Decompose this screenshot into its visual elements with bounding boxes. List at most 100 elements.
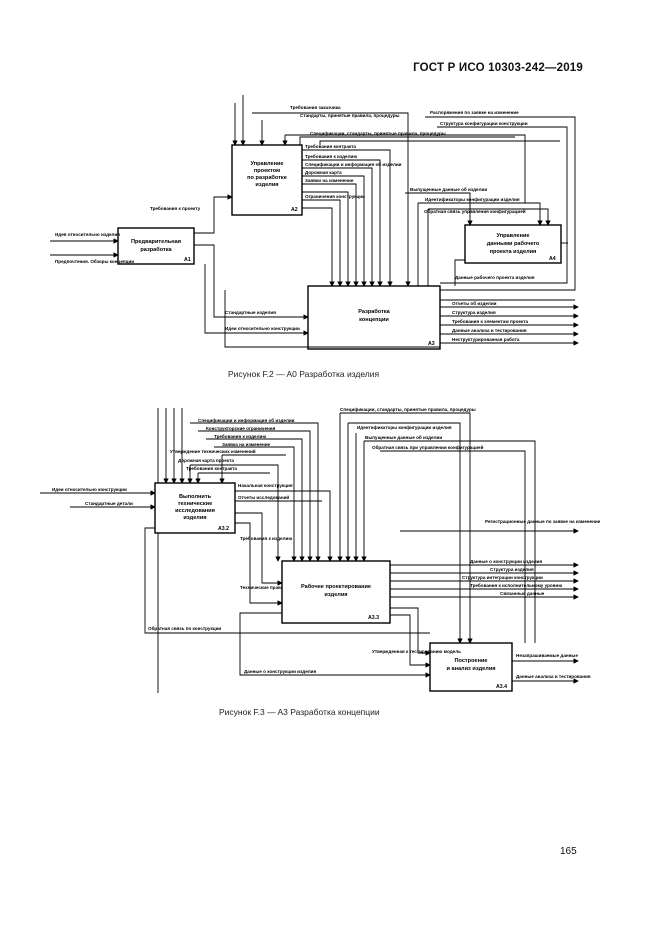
f2-control-arrows — [232, 95, 576, 291]
figure-f3-diagram: Спецификации и информация об изделии Кон… — [40, 406, 601, 693]
f2-label-config-structure: Структура конфигурации конструкции — [440, 120, 528, 126]
f3-label-config-ids: Идентификаторы конфигурации изделия — [357, 424, 452, 430]
a2-line1: Управление — [250, 161, 283, 167]
a3-line2: концепции — [359, 317, 389, 323]
f2-label-customer-req: Требования заказчика — [290, 104, 341, 110]
f3-b3-outputs — [512, 658, 579, 684]
box-a2[interactable]: Управление проектом по разработке издели… — [231, 144, 303, 216]
f3-control-arrows — [157, 408, 536, 693]
f2-label-change-orders: Распоряжения по заявке на изменение — [430, 110, 519, 115]
figure-f3-caption: Рисунок F.3 — A3 Разработка концепции — [219, 707, 380, 717]
f2-label-change-requests: Заявки на изменение — [305, 178, 354, 183]
f2-out-reports: Отчеты об изделии — [452, 300, 497, 306]
a2-id: A2 — [291, 207, 298, 213]
f2-label-design-constraints: Ограничения конструкции — [305, 194, 365, 199]
f2-label-standards: Стандарты, принятые правила, процедуры — [300, 113, 400, 118]
a1-line1: Предварительная — [131, 239, 181, 245]
a4-line3: проекта изделия — [490, 249, 537, 255]
f2-out-structure: Структура изделия — [452, 310, 496, 315]
f3-label-config-feedback: Обратная связь при управлении конфигурац… — [372, 444, 484, 450]
f2-label-standard-parts: Стандартные изделия — [225, 310, 276, 315]
f2-label-config-feedback: Обратная связь управления конфигурацией — [424, 208, 526, 214]
f3-b1-connectors — [40, 490, 431, 678]
f3-label-approval: Утверждение технических изменений — [170, 448, 256, 454]
f3-out-structure: Структура изделия — [490, 567, 534, 572]
b2-line1: Рабочее проектирование — [301, 583, 371, 590]
box-a3[interactable]: Разработка концепции A3 — [307, 285, 441, 350]
f3-out-exec-req: Требования к исполнительному уровню — [470, 582, 562, 588]
box-a3-3[interactable]: Рабочее проектирование изделия A3.3 — [281, 560, 391, 624]
f3-label-tech-rules: Технические правила — [240, 585, 290, 590]
f2-out-element-req: Требования к элементам проекта — [452, 318, 528, 324]
f3-out-design-data: Данные о конструкции изделия — [470, 559, 543, 564]
a4-id: A4 — [549, 256, 556, 262]
page-number: 165 — [560, 846, 577, 857]
f3-b2-outputs — [390, 528, 579, 668]
f3-label-req-product: Требования к изделию — [240, 535, 292, 541]
b1-id: A3.2 — [218, 526, 229, 532]
box-a4[interactable]: Управление данными рабочего проекта изде… — [464, 224, 562, 264]
a3-line1: Разработка — [358, 308, 390, 315]
f2-label-design-ideas: Идеи относительно конструкции — [225, 326, 300, 331]
a3-id: A3 — [428, 341, 435, 347]
f2-label-product-idea: Идея относительно изделия — [55, 232, 120, 237]
f3-out-analysis: Данные анализа и тестирования — [516, 674, 591, 679]
b1-line2: технические — [178, 501, 212, 507]
a4-line2: данными рабочего — [487, 240, 540, 247]
f2-out-analysis: Данные анализа и тестирования — [452, 328, 527, 333]
b1-line3: исследования — [175, 508, 215, 514]
f3-out-integration: Структура интеграции конструкции — [462, 575, 543, 580]
f2-label-preferences: Предпочтения. Обзоры концепции — [55, 258, 134, 264]
a4-line1: Управление — [496, 233, 529, 239]
a2-line4: изделия — [255, 182, 278, 188]
f3-label-standard-parts: Стандартные детали — [85, 501, 133, 506]
figure-f2-caption: Рисунок F.2 — A0 Разработка изделия — [228, 369, 380, 379]
f2-label-product-req: Требования к изделию — [305, 153, 357, 159]
f2-label-specifications: Спецификации, стандарты, принятые правил… — [310, 130, 446, 136]
f2-a3-outputs — [224, 290, 579, 348]
b1-line1: Выполнить — [179, 494, 212, 500]
f2-label-project-req: Требования к проекту — [150, 205, 201, 211]
document-header: ГОСТ Р ИСО 10303-242—2019 — [413, 62, 583, 74]
f3-label-design-feedback: Обратная связь по конструкции — [148, 625, 221, 631]
f3-out-unrequested: Незапрашиваемые данные — [516, 653, 578, 658]
f2-a4-connectors — [405, 192, 568, 286]
b3-line1: Построение — [454, 658, 487, 664]
f3-label-specifications: Спецификации, стандарты, принятые правил… — [340, 406, 476, 412]
box-a1[interactable]: Предварительная разработка A1 — [117, 227, 195, 265]
f3-label-contract-req: Требования контракта — [186, 465, 237, 471]
b2-id: A3.3 — [368, 615, 379, 621]
figure-f2-diagram: Управление проектом по разработке издели… — [50, 95, 579, 350]
f3-label-product-req: Требования к изделию — [214, 433, 266, 439]
a2-line3: по разработке — [247, 174, 287, 181]
a2-line2: проектом — [254, 168, 280, 174]
f2-label-config-ids: Идентификаторы конфигурации изделия — [425, 196, 520, 202]
f3-label-spec-info: Спецификации и информация об изделии — [198, 417, 295, 423]
f2-a2-outputs — [302, 149, 393, 287]
f2-label-released-data: Выпущенные данные об изделии — [410, 186, 487, 192]
f3-out-change-reg-1: Регистрационные данные по заявке на изме… — [485, 519, 601, 524]
f3-out-related: Связанные данные — [500, 591, 545, 596]
f3-label-change-request: Заявка на изменение — [222, 442, 271, 447]
f3-label-design-data: Данные о конструкции изделия — [244, 669, 317, 674]
f3-label-roadmap: Дорожная карта проекта — [178, 458, 234, 463]
f2-out-unstructured: Неструктурированная работа — [452, 336, 520, 342]
box-a3-2[interactable]: Выполнить технические исследования издел… — [154, 482, 236, 534]
b2-line2: изделия — [324, 592, 347, 598]
f3-label-approved-model: Утвержденная к тестированию модель — [372, 649, 461, 654]
a1-id: A1 — [184, 257, 191, 263]
box-a3-4[interactable]: Построение и анализ изделия A3.4 — [429, 642, 513, 692]
f2-label-contract-req: Требования контракта — [305, 143, 356, 149]
b3-id: A3.4 — [496, 684, 507, 690]
f2-a1-connectors — [50, 194, 309, 336]
f2-label-design-data: Данные рабочего проекта изделия — [455, 274, 535, 280]
f3-label-constraints: Конструкторские ограничения — [206, 426, 276, 431]
f3-label-initial-design: Начальная конструкция — [238, 483, 293, 488]
f2-label-roadmap: Дорожная карта — [305, 170, 342, 175]
a1-line2: разработка — [140, 246, 172, 253]
f3-label-released-data: Выпущенные данные об изделии — [365, 434, 442, 440]
f2-label-spec-info: Спецификации и информация об изделии — [305, 161, 402, 167]
f3-label-design-ideas: Идеи относительно конструкции — [52, 487, 127, 492]
b1-line4: изделия — [183, 515, 206, 521]
f3-label-research-reports: Отчеты исследований — [238, 494, 289, 500]
